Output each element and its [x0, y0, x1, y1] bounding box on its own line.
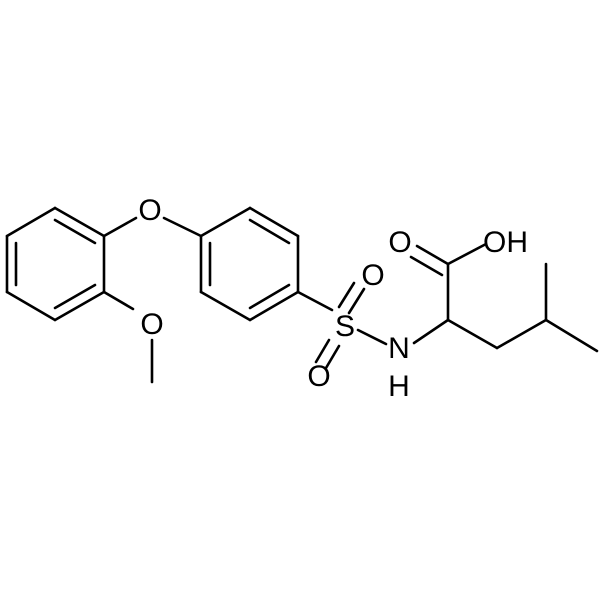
- aryl-sulfur-bond: [296, 290, 334, 312]
- right-benzene-ring: [199, 206, 300, 322]
- nitrogen-alpha-carbon-bond: [412, 318, 450, 345]
- amine-hydrogen-label: H: [388, 370, 410, 403]
- sulfonyl-oxygen-bottom-label: O: [307, 360, 330, 393]
- ether-oxygen-label: O: [138, 194, 161, 227]
- sulfonyl-double-bonds: [314, 281, 366, 370]
- isobutyl-side-chain: [446, 262, 599, 353]
- carboxylic-acid-group: [409, 242, 488, 322]
- sulfur-label: S: [335, 310, 355, 343]
- hydroxyl-label: OH: [483, 226, 528, 259]
- methoxy-group: [102, 290, 154, 384]
- sulfur-nitrogen-bond: [356, 328, 388, 346]
- methoxy-oxygen-label: O: [140, 308, 163, 341]
- sulfonyl-oxygen-top-label: O: [361, 259, 384, 292]
- carbonyl-oxygen-label: O: [388, 226, 411, 259]
- amine-nitrogen-label: N: [388, 332, 410, 365]
- left-benzene-ring: [5, 206, 106, 322]
- ether-bridge: [102, 216, 203, 238]
